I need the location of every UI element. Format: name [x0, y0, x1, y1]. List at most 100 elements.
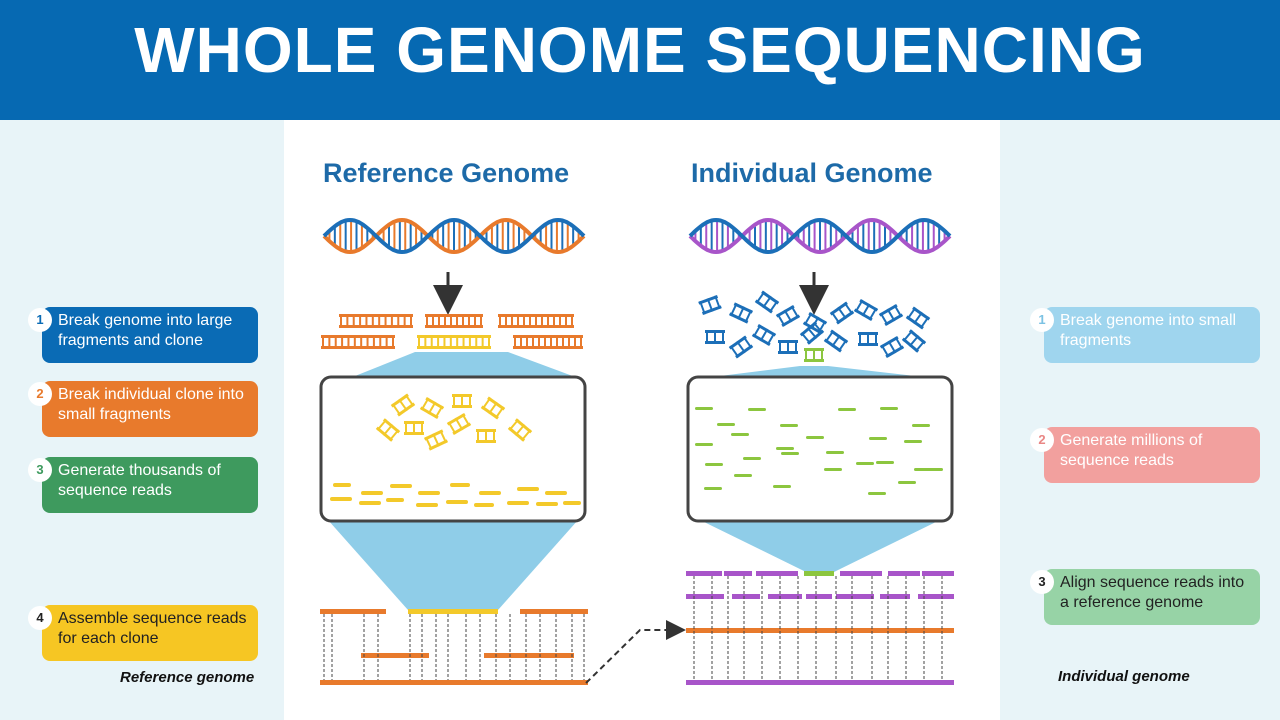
fragment-rung [887, 340, 897, 354]
page-title: WHOLE GENOME SEQUENCING [134, 14, 1146, 86]
sequence-read [776, 447, 794, 450]
fragment-backbone [425, 314, 483, 317]
step-number: 3 [1030, 570, 1054, 594]
fragment-rung [831, 334, 841, 348]
step-number: 1 [1030, 308, 1054, 332]
fragment-rung [481, 397, 492, 410]
clone-fragment [425, 314, 483, 328]
fragment-rung [371, 314, 374, 328]
assembled-fragment [520, 609, 588, 614]
small-fragment [829, 301, 855, 325]
aligned-read [686, 571, 722, 576]
fragment-rung [762, 295, 772, 309]
small-fragment [728, 335, 754, 359]
small-fragment [823, 329, 849, 353]
fragment-backbone [339, 325, 413, 328]
fragment-rung [508, 418, 520, 431]
sequence-read [416, 503, 438, 507]
fragment-rung [729, 345, 740, 358]
fragment-rung [776, 313, 786, 327]
fragment-rung [494, 406, 505, 419]
assembled-fragment [484, 653, 574, 658]
fragment-rung [365, 314, 368, 328]
fragment-rung [379, 335, 382, 349]
fragment-rung [454, 417, 464, 431]
aligned-read [732, 594, 760, 599]
fragment-rung [894, 336, 904, 350]
reference-zoom-funnel-bottom [328, 520, 578, 610]
sequence-read [824, 468, 842, 471]
aligned-read [686, 594, 724, 599]
fragment-rung [340, 314, 342, 328]
fragment-rung [430, 335, 433, 349]
fragment-rung [376, 418, 388, 431]
sequence-read [479, 491, 501, 495]
small-fragment [751, 323, 777, 347]
fragment-rung [427, 401, 437, 415]
sequence-read [507, 501, 529, 505]
fragment-rung [475, 335, 478, 349]
sequence-read [695, 443, 713, 446]
fragment-rung [861, 303, 871, 317]
fragment-rung [353, 335, 356, 349]
fragment-rung [505, 314, 507, 328]
fragment-rung [875, 332, 877, 346]
fragment-rung [736, 340, 746, 354]
fragment-rung [449, 335, 452, 349]
sequence-read [904, 440, 922, 443]
dna-strand [322, 217, 586, 255]
clone-fragment [339, 314, 413, 328]
individual-alignment [686, 571, 954, 685]
fragment-rung [488, 335, 490, 349]
small-fragment [858, 332, 878, 346]
step-text: Align sequence reads into a reference ge… [1060, 574, 1245, 611]
fragment-rung [565, 314, 567, 328]
dna-strand [688, 217, 952, 255]
fragment-rung [837, 339, 848, 352]
fragment-rung [859, 332, 861, 346]
small-fragment [775, 304, 801, 328]
fragment-rung [714, 295, 721, 310]
small-fragment [698, 295, 722, 315]
fragment-rung [830, 311, 841, 324]
reference-genome-heading: Reference Genome [323, 158, 570, 188]
fragment-rung [450, 314, 452, 328]
fragment-rung [574, 335, 576, 349]
fragment-rung [421, 421, 423, 435]
fragment-rung [432, 314, 434, 328]
reference-sequence-reads [330, 483, 581, 507]
fragment-rung [453, 394, 455, 408]
small-fragment [452, 394, 472, 408]
fragment-rung [397, 314, 400, 328]
fragment-rung [902, 329, 914, 342]
step-number: 4 [28, 606, 52, 630]
fragment-rung [535, 314, 537, 328]
fragment-backbone [321, 335, 395, 338]
fragment-rung [469, 394, 471, 408]
fragment-rung [347, 335, 350, 349]
fragment-rung [886, 308, 896, 322]
sequence-read [773, 485, 791, 488]
fragment-backbone [513, 346, 583, 349]
sequence-read [704, 487, 722, 490]
fragment-rung [580, 335, 582, 349]
small-fragment [853, 298, 879, 322]
individual-step-1: 1 Break genome into small fragments [1030, 307, 1260, 363]
fragment-rung [322, 335, 324, 349]
fragment-rung [477, 429, 479, 443]
fragment-rung [559, 314, 561, 328]
fragment-rung [437, 335, 440, 349]
fragment-rung [434, 405, 444, 419]
small-fragment [878, 303, 904, 327]
sequence-read [563, 501, 581, 505]
fragment-rung [461, 394, 463, 408]
fragment-rung [388, 429, 400, 442]
reference-step-1: 1 Break genome into large fragments and … [28, 307, 258, 363]
sequence-read [517, 487, 539, 491]
fragment-rung [706, 330, 708, 344]
fragment-rung [366, 335, 369, 349]
fragment-rung [722, 330, 724, 344]
fragment-rung [812, 321, 824, 334]
small-fragment [476, 429, 496, 443]
fragment-rung [806, 326, 818, 340]
